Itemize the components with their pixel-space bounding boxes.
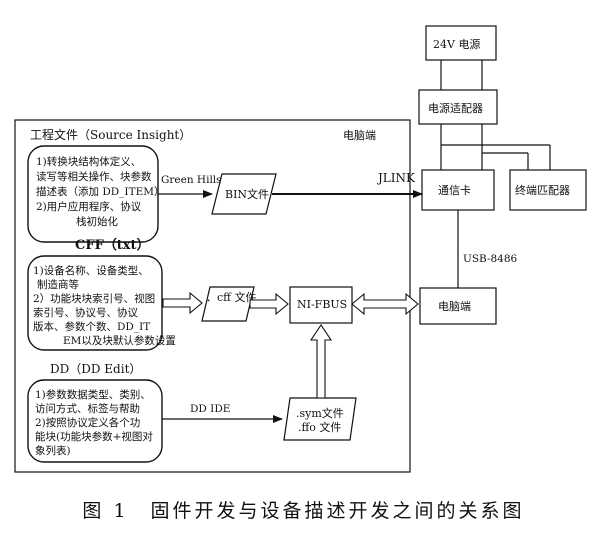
nifbus-label: NI-FBUS <box>297 298 347 311</box>
dd-line: 象列表) <box>35 444 71 457</box>
pc-label: 电脑端 <box>438 300 471 313</box>
dd-line: 2)按照协议定义各个功 <box>35 416 140 429</box>
edge-label-green-hills: Green Hills <box>161 174 222 186</box>
edge-label-usb: USB-8486 <box>463 253 518 265</box>
arrow-cff-file-to-nifbus <box>249 292 289 316</box>
pc-node <box>419 287 497 325</box>
arrow-nifbus-pc-bidirectional <box>351 292 419 316</box>
sym-file-label-1: .sym文件 <box>296 406 344 420</box>
nifbus-node <box>289 286 353 324</box>
cff-line: 索引号、协议号、协议 <box>33 306 138 319</box>
project-line: 2)用户应用程序、协议 <box>36 200 142 213</box>
dd-line: 能块(功能块参数+视图对 <box>35 430 153 443</box>
power-supply-node <box>425 25 497 61</box>
dd-box <box>27 379 163 463</box>
project-line: 栈初始化 <box>76 215 118 228</box>
cff-line: 2）功能块块索引号、视图 <box>33 292 155 305</box>
edge-label-jlink: JLINK <box>376 171 416 185</box>
terminal-matcher-node <box>509 169 587 211</box>
dd-line: 访问方式、标签与帮助 <box>35 402 140 415</box>
cff-line: EM以及块默认参数设置 <box>63 334 176 347</box>
dd-line: 1)参数数据类型、类别、 <box>35 388 151 401</box>
project-title: 工程文件（Source Insight） <box>30 127 191 142</box>
sym-file-label-2: .ffo 文件 <box>298 420 341 434</box>
project-line: 描述表（添加 DD_ITEM） <box>36 185 165 198</box>
project-line: 1)转换块结构体定义、 <box>36 155 141 168</box>
pc-region-label: 电脑端 <box>343 129 376 142</box>
cff-file-node <box>201 286 255 322</box>
bin-file-node <box>211 173 277 215</box>
pc-region-frame <box>14 119 411 473</box>
cff-line: 版本、参数个数、DD_IT <box>33 320 150 333</box>
power-adapter-node <box>418 89 498 125</box>
comm-card-label: 通信卡 <box>438 184 471 197</box>
cff-line: 制造商等 <box>37 278 79 291</box>
dd-title: DD（DD Edit） <box>50 362 141 376</box>
edge-label-dd-ide: DD IDE <box>190 403 230 415</box>
arrow-cff-to-cff-file <box>162 291 203 315</box>
terminal-matcher-label: 终端匹配器 <box>515 183 570 197</box>
arrow-sym-to-nifbus <box>309 324 333 399</box>
project-line: 读写等相关操作、块参数 <box>36 170 152 183</box>
cff-line: 1)设备名称、设备类型、 <box>33 264 149 277</box>
cff-title: CFF（txt） <box>75 237 150 253</box>
power-adapter-label: 电源适配器 <box>428 101 483 115</box>
cff-file-label: ．cff 文件 <box>206 290 256 304</box>
power-supply-label: 24V 电源 <box>433 37 480 51</box>
cff-box <box>27 255 163 351</box>
sym-file-node <box>283 397 357 441</box>
figure-caption: 图 1 固件开发与设备描述开发之间的关系图 <box>82 500 525 522</box>
bin-file-label: BIN文件 <box>225 187 269 201</box>
